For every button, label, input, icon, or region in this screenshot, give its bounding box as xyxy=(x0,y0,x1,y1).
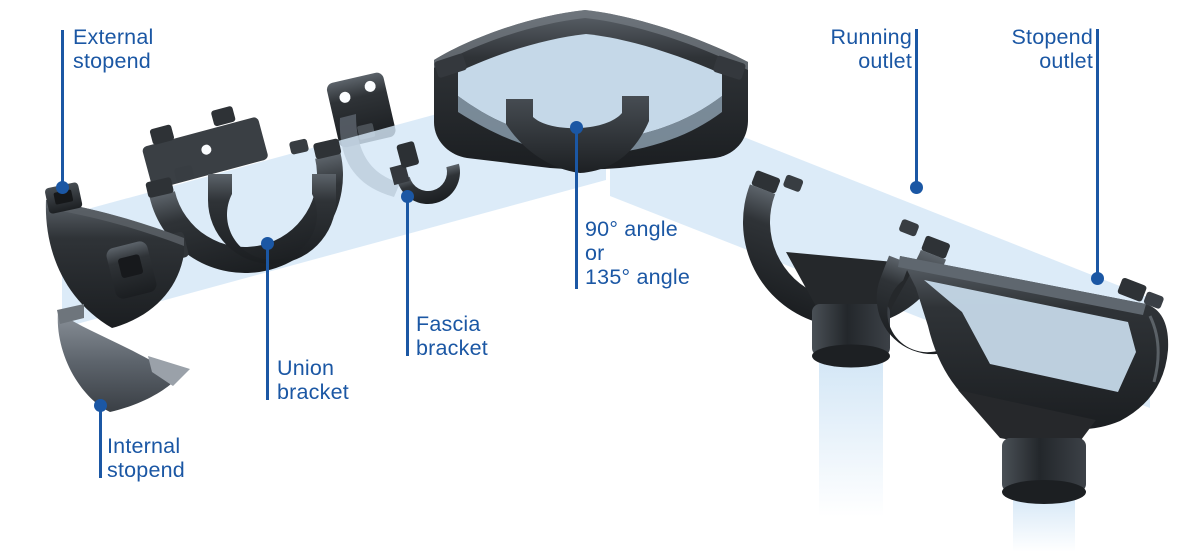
running-outlet-pipe xyxy=(812,304,890,356)
union-bracket-graphic xyxy=(145,138,343,273)
leader-line-stopend-outlet xyxy=(1096,29,1099,273)
label-line: or xyxy=(585,241,605,265)
external-stopend-graphic xyxy=(44,182,189,328)
stopend-outlet-funnel xyxy=(958,390,1096,452)
label-line: Internal xyxy=(107,434,181,458)
label-line: stopend xyxy=(73,49,151,73)
external-stopend-clip xyxy=(44,182,83,214)
label-line: bracket xyxy=(416,336,488,360)
stopend-outlet-rim xyxy=(898,256,1146,315)
leader-dot-stopend-outlet xyxy=(1091,272,1104,285)
angle-clip-tab-right xyxy=(713,55,746,80)
label-line: Stopend xyxy=(1011,25,1093,49)
leader-line-union-bracket xyxy=(266,243,269,400)
label-external-stopend: External stopend xyxy=(73,25,153,73)
label-angle: 90° angle or 135° angle xyxy=(585,217,690,289)
union-bracket-backplate xyxy=(142,106,268,189)
label-running-outlet: Running outlet xyxy=(831,25,913,73)
union-bracket-strap xyxy=(208,174,336,264)
leader-line-angle xyxy=(575,127,578,289)
internal-stopend-graphic xyxy=(57,304,190,412)
water-fall-running-outlet xyxy=(819,352,883,517)
stopend-outlet-clip xyxy=(1117,277,1164,309)
label-line: stopend xyxy=(107,458,185,482)
leader-line-external-stopend xyxy=(61,30,64,182)
label-line: 90° angle xyxy=(585,217,678,241)
stopend-outlet-graphic xyxy=(876,255,1169,504)
angle-graphic xyxy=(434,10,748,173)
label-fascia-bracket: Fascia bracket xyxy=(416,312,488,360)
label-line: outlet xyxy=(858,49,912,73)
stopend-outlet-inner-water xyxy=(924,280,1136,392)
label-union-bracket: Union bracket xyxy=(277,356,349,404)
leader-line-internal-stopend xyxy=(99,405,102,478)
leader-dot-running-outlet xyxy=(910,181,923,194)
leader-line-running-outlet xyxy=(915,29,918,182)
label-line: 135° angle xyxy=(585,265,691,289)
stopend-outlet-pipe xyxy=(1002,438,1086,492)
label-line: bracket xyxy=(277,380,349,404)
label-line: Union xyxy=(277,356,335,380)
label-line: External xyxy=(73,25,154,49)
label-line: Fascia xyxy=(416,312,481,336)
label-line: outlet xyxy=(1039,49,1093,73)
angle-clip-tab-left xyxy=(434,53,467,78)
fascia-bracket-strap xyxy=(339,114,400,197)
label-line: Running xyxy=(830,25,912,49)
leader-dot-external-stopend xyxy=(56,181,69,194)
label-stopend-outlet: Stopend outlet xyxy=(1011,25,1093,73)
label-internal-stopend: Internal stopend xyxy=(107,434,185,482)
leader-line-fascia-bracket xyxy=(406,196,409,356)
